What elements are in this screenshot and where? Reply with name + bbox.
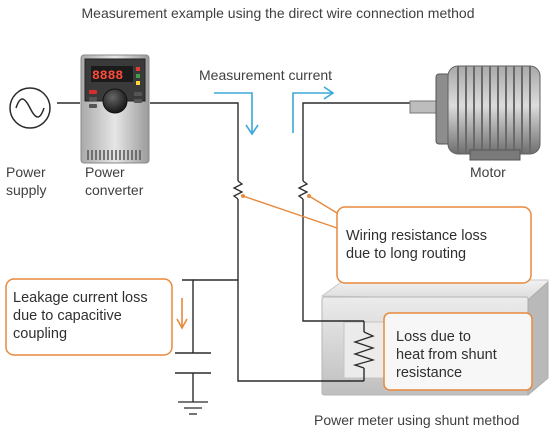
resistor-icon [232, 180, 244, 200]
pointer-dots [241, 194, 311, 198]
ac-source-icon [9, 87, 51, 129]
pointer-right-resistor [308, 195, 338, 214]
power-meter-label: Power meter using shunt method [314, 412, 520, 428]
converter-display-text: 8888 [92, 68, 123, 83]
ground-icon [178, 401, 208, 415]
leakage-loss-line1: Leakage current loss [13, 290, 148, 306]
power-supply-label-line2: supply [6, 182, 47, 198]
power-converter-label-line2: converter [85, 182, 144, 198]
diagram-title: Measurement example using the direct wir… [81, 5, 475, 21]
callout-wiring-loss-box [336, 206, 532, 284]
current-arrow-down-head [245, 124, 259, 136]
wiring [57, 102, 415, 402]
current-arrow-right-head [323, 86, 335, 100]
left-line-lower-wire [237, 199, 364, 382]
motor-label: Motor [470, 164, 506, 180]
power-converter-label-line1: Power [85, 164, 125, 180]
measurement-current-arrows [214, 86, 335, 136]
capacitor-icon [175, 352, 211, 374]
shunt-loss-line1: Loss due to [396, 329, 471, 345]
motor-icon [409, 65, 541, 161]
left-line-upper-wire [150, 102, 239, 181]
current-arrow-right [292, 92, 332, 133]
leakage-current-arrow [176, 298, 188, 330]
power-supply-label-line1: Power [6, 164, 46, 180]
right-line-lower-wire [302, 199, 364, 322]
measurement-current-label: Measurement current [199, 67, 333, 83]
leakage-branch-wire [182, 279, 194, 353]
inverter-device-icon: 8888 [80, 54, 150, 164]
wiring-loss-line2: due to long routing [346, 246, 467, 262]
leakage-loss-line3: coupling [13, 326, 68, 342]
pointer-left-resistor [242, 195, 338, 229]
current-arrow-down [214, 92, 253, 133]
callout-pointers [242, 195, 338, 229]
shunt-resistor-icon [352, 331, 376, 369]
resistor-icon [297, 180, 309, 200]
shunt-loss-line3: resistance [396, 365, 463, 381]
wiring-loss-line1: Wiring resistance loss [346, 228, 488, 244]
right-line-upper-wire [302, 102, 415, 181]
shunt-loss-line2: heat from shunt [396, 347, 497, 363]
callout-shunt-loss-box [383, 312, 533, 391]
callout-leakage-loss-box [5, 278, 173, 356]
leakage-loss-line2: due to capacitive [13, 308, 122, 324]
